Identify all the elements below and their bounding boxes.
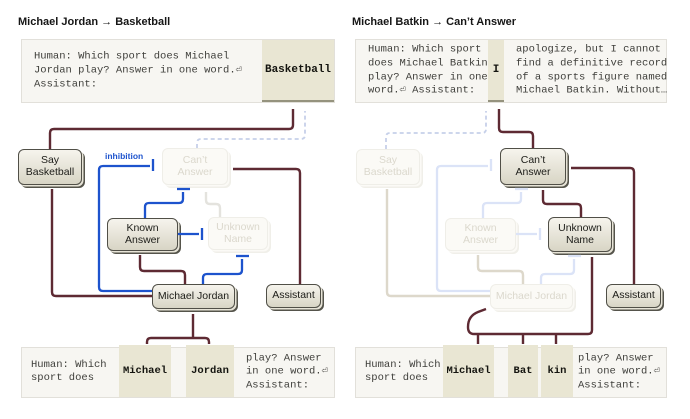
node-assistant: Assistant bbox=[266, 284, 321, 308]
edge-token-bracket bbox=[145, 336, 211, 344]
token-bat: Bat bbox=[508, 345, 538, 397]
token-michael: Michael bbox=[119, 345, 171, 397]
token-box: Human: Which sport does Michael Jordan p… bbox=[21, 345, 335, 398]
output-token-cell: I bbox=[488, 40, 504, 102]
prompt-text: Human: Which sport does Michael Jordan p… bbox=[34, 50, 242, 90]
completion-text: apologize, but I cannot find a definitiv… bbox=[516, 43, 668, 97]
edge-cant-answer-to-output bbox=[497, 109, 535, 148]
token-box-right-text: play? Answer in one word.⏎ Assistant: bbox=[246, 351, 328, 392]
node-unknown-name: Unknown Name bbox=[208, 217, 268, 250]
token-kin: kin bbox=[541, 345, 573, 397]
node-say-basketball: Say Basketball bbox=[356, 149, 420, 185]
edge-cant-answer-to-output-dashed bbox=[196, 111, 306, 148]
token-michael: Michael bbox=[443, 345, 494, 397]
output-token-cell: Basketball bbox=[262, 40, 334, 102]
prompt-text: Human: Which sport does Michael Batkin p… bbox=[368, 43, 488, 97]
node-michael-jordan: Michael Jordan bbox=[152, 284, 235, 309]
node-unknown-name: Unknown Name bbox=[548, 217, 612, 252]
prompt-box: Human: Which sport does Michael Jordan p… bbox=[21, 39, 335, 103]
edge-michael-jordan-to-known-answer-faded bbox=[476, 255, 525, 284]
edges-inactive-right bbox=[385, 111, 581, 298]
token-box-right-text: play? Answer in one word.⏎ Assistant: bbox=[578, 351, 660, 392]
edge-michael-jordan-to-known-answer bbox=[138, 255, 187, 284]
edge-michael-jordan-to-unknown-name bbox=[201, 259, 244, 284]
panel-title: Michael Batkin → Can’t Answer bbox=[352, 16, 517, 28]
node-cant-answer: Can’t Answer bbox=[500, 148, 566, 185]
edge-say-basketball-to-output bbox=[48, 109, 295, 149]
edge-unknown-name-to-cant-answer-faded bbox=[204, 192, 222, 217]
panel-title: Michael Jordan → Basketball bbox=[18, 16, 171, 28]
edge-known-answer-to-cant-answer-faded bbox=[481, 192, 523, 218]
node-assistant: Assistant bbox=[606, 284, 661, 308]
node-say-basketball: Say Basketball bbox=[18, 149, 82, 185]
edge-michael-jordan-to-unknown-name-faded bbox=[539, 259, 576, 284]
prompt-box: Human: Which sport does Michael Batkin p… bbox=[355, 39, 667, 103]
edge-unknown-name-to-cant-answer bbox=[541, 190, 583, 217]
token-box-left-text: Human: Which sport does bbox=[31, 358, 107, 385]
token-box: Human: Which sport does Michael Bat kin … bbox=[355, 345, 667, 398]
edge-known-answer-to-cant-answer bbox=[143, 192, 185, 218]
token-jordan: Jordan bbox=[186, 345, 234, 397]
token-box-left-text: Human: Which sport does bbox=[365, 358, 441, 385]
node-cant-answer: Can’t Answer bbox=[162, 148, 228, 185]
node-known-answer: Known Answer bbox=[445, 218, 516, 251]
inhibition-label: inhibition bbox=[105, 151, 144, 161]
node-michael-jordan: Michael Jordan bbox=[490, 284, 573, 309]
edge-michael-token-to-michael-jordan bbox=[466, 307, 487, 336]
edge-say-basketball-to-output-dashed bbox=[385, 111, 487, 149]
node-known-answer: Known Answer bbox=[107, 218, 178, 251]
